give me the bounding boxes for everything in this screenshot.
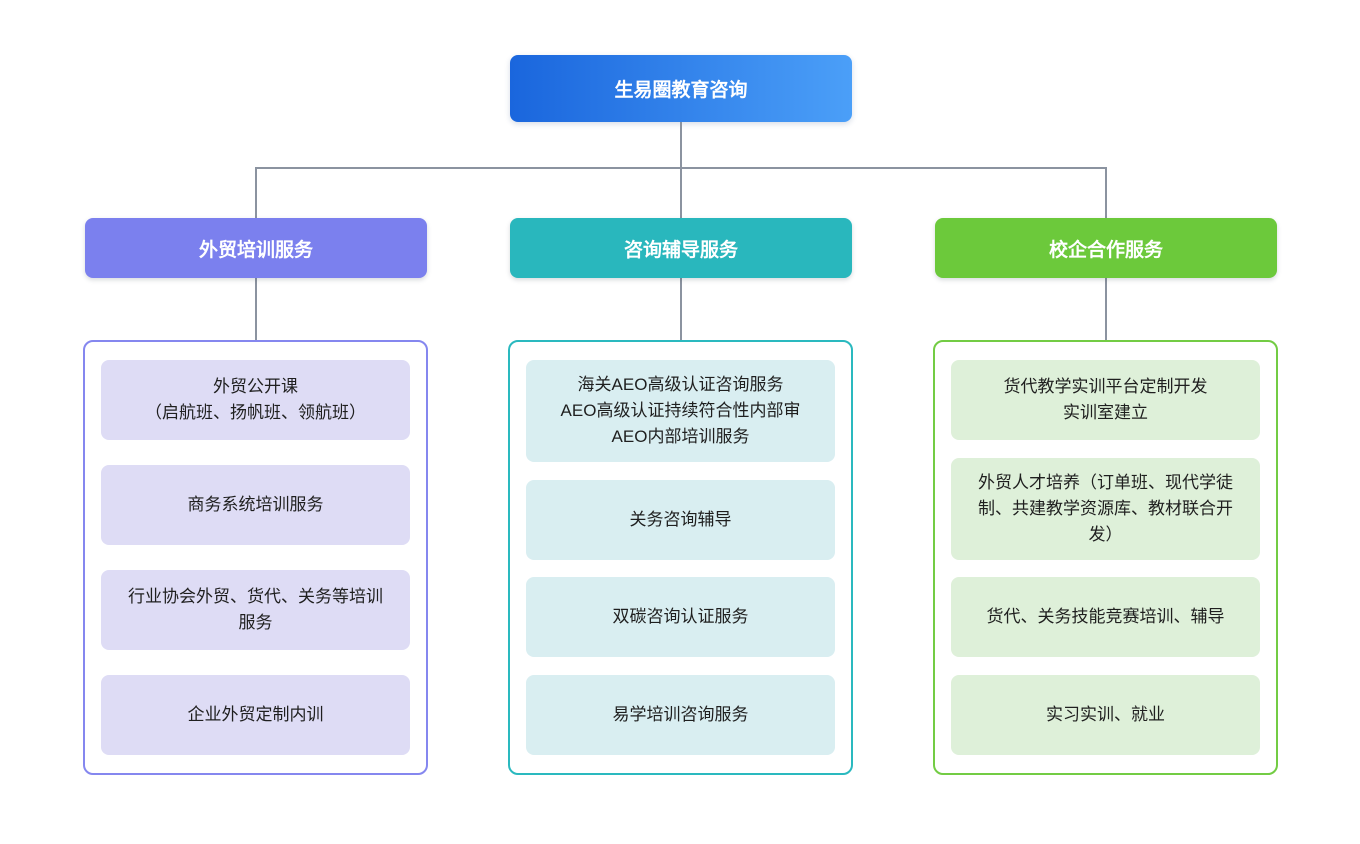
service-item-customs-consulting: 关务咨询辅导: [526, 479, 835, 560]
connector-root-down: [680, 122, 682, 168]
branch-container-consulting-coaching: 海关AEO高级认证咨询服务 AEO高级认证持续符合性内部审 AEO内部培训服务 …: [508, 340, 853, 775]
service-item-business-system-training: 商务系统培训服务: [101, 465, 410, 545]
service-item-yixue-training: 易学培训咨询服务: [526, 674, 835, 755]
connector-branch-1-up: [255, 167, 257, 218]
branch-header-consulting-coaching: 咨询辅导服务: [510, 218, 852, 278]
service-item-skill-competition: 货代、关务技能竞赛培训、辅导: [951, 577, 1260, 658]
connector-branch-2-up: [680, 167, 682, 218]
connector-branch-1-down: [255, 278, 257, 340]
service-item-association-training: 行业协会外贸、货代、关务等培训服务: [101, 570, 410, 650]
service-item-training-platform: 货代教学实训平台定制开发 实训室建立: [951, 360, 1260, 440]
branch-container-trade-training: 外贸公开课 （启航班、扬帆班、领航班） 商务系统培训服务 行业协会外贸、货代、关…: [83, 340, 428, 775]
service-item-dual-carbon: 双碳咨询认证服务: [526, 577, 835, 658]
service-item-talent-cultivation: 外贸人才培养（订单班、现代学徒制、共建教学资源库、教材联合开发）: [951, 457, 1260, 560]
branch-container-school-enterprise: 货代教学实训平台定制开发 实训室建立 外贸人才培养（订单班、现代学徒制、共建教学…: [933, 340, 1278, 775]
connector-branch-2-down: [680, 278, 682, 340]
service-item-aeo-certification: 海关AEO高级认证咨询服务 AEO高级认证持续符合性内部审 AEO内部培训服务: [526, 360, 835, 462]
service-item-custom-internal-training: 企业外贸定制内训: [101, 675, 410, 755]
branch-header-trade-training: 外贸培训服务: [85, 218, 427, 278]
root-node: 生易圈教育咨询: [510, 55, 852, 122]
connector-branch-3-down: [1105, 278, 1107, 340]
connector-branch-3-up: [1105, 167, 1107, 218]
service-item-open-course: 外贸公开课 （启航班、扬帆班、领航班）: [101, 360, 410, 440]
branch-header-school-enterprise: 校企合作服务: [935, 218, 1277, 278]
service-item-internship-employment: 实习实训、就业: [951, 674, 1260, 755]
